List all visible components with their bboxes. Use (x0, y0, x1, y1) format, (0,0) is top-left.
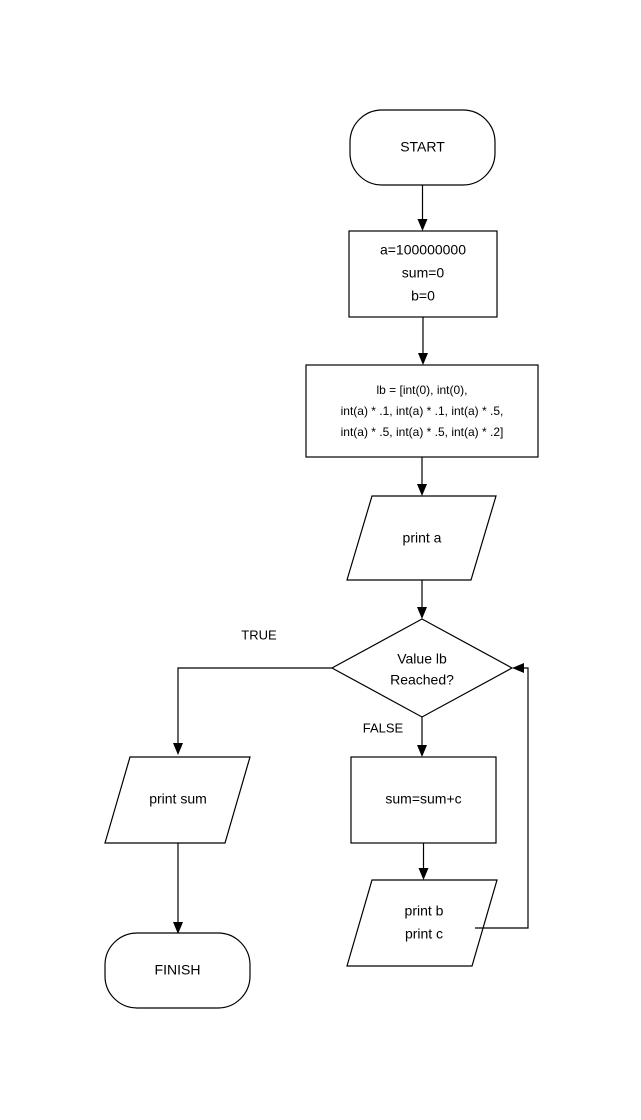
connector-init-to-listdef (418, 317, 428, 365)
arrow-head-icon (173, 922, 183, 934)
print-a-label: print a (403, 530, 442, 546)
arrow-head-icon (418, 353, 428, 365)
finish-terminator-shape (104, 932, 251, 1009)
node-print-a: print a (346, 495, 497, 581)
arrow-head-icon (417, 219, 428, 231)
decision-line-2: Reached? (390, 672, 454, 688)
accumulate-label: sum=sum+c (385, 791, 461, 807)
edge-false-branch: FALSE (363, 717, 427, 757)
node-decision: Value lb Reached? (330, 618, 514, 718)
arrow-head-icon (417, 607, 427, 619)
true-branch-label: TRUE (241, 627, 277, 642)
arrow-head-icon (417, 745, 427, 757)
node-accumulate: sum=sum+c (350, 756, 497, 844)
print-bc-line-2: print c (405, 926, 443, 942)
connector-line (475, 667, 529, 929)
arrow-head-icon (173, 743, 183, 755)
start-label: START (400, 139, 445, 155)
connector-line (177, 667, 332, 745)
print-sum-label: print sum (149, 791, 207, 807)
list-definition-line-3: int(a) * .5, int(a) * .5, int(a) * .2] (341, 425, 504, 439)
node-init: a=100000000 sum=0 b=0 (348, 230, 498, 318)
list-definition-line-1: lb = [int(0), int(0), (376, 383, 467, 397)
print-a-io-shape (346, 495, 497, 581)
finish-label: FINISH (155, 962, 201, 978)
node-finish: FINISH (104, 932, 251, 1009)
connector-start-to-init (417, 185, 428, 231)
init-line-3: b=0 (411, 288, 435, 304)
print-bc-io-shape (346, 879, 498, 967)
arrow-head-icon (417, 484, 427, 496)
connector-printa-to-decision (417, 580, 427, 619)
arrow-head-icon (512, 663, 524, 673)
edge-true-branch: TRUE (173, 627, 332, 755)
print-sum-io-shape (104, 756, 251, 844)
print-bc-line-1: print b (405, 903, 444, 919)
decision-diamond-shape (330, 618, 514, 718)
list-definition-line-2: int(a) * .1, int(a) * .1, int(a) * .5, (341, 404, 504, 418)
init-process-shape (348, 230, 498, 318)
decision-line-1: Value lb (397, 651, 447, 667)
arrow-head-icon (418, 868, 429, 880)
init-line-2: sum=0 (402, 265, 445, 281)
node-print-sum: print sum (104, 756, 251, 844)
connector-listdef-to-printa (417, 457, 427, 496)
node-start: START (349, 109, 496, 186)
node-print-bc: print b print c (346, 879, 498, 967)
node-list-definition: lb = [int(0), int(0), int(a) * .1, int(a… (305, 364, 539, 458)
connector-accumulate-to-printbc (418, 843, 429, 880)
init-line-1: a=100000000 (380, 242, 466, 258)
connector-loopback-to-decision (475, 663, 529, 929)
false-branch-label: FALSE (363, 720, 404, 735)
connector-printsum-to-finish (173, 843, 183, 934)
